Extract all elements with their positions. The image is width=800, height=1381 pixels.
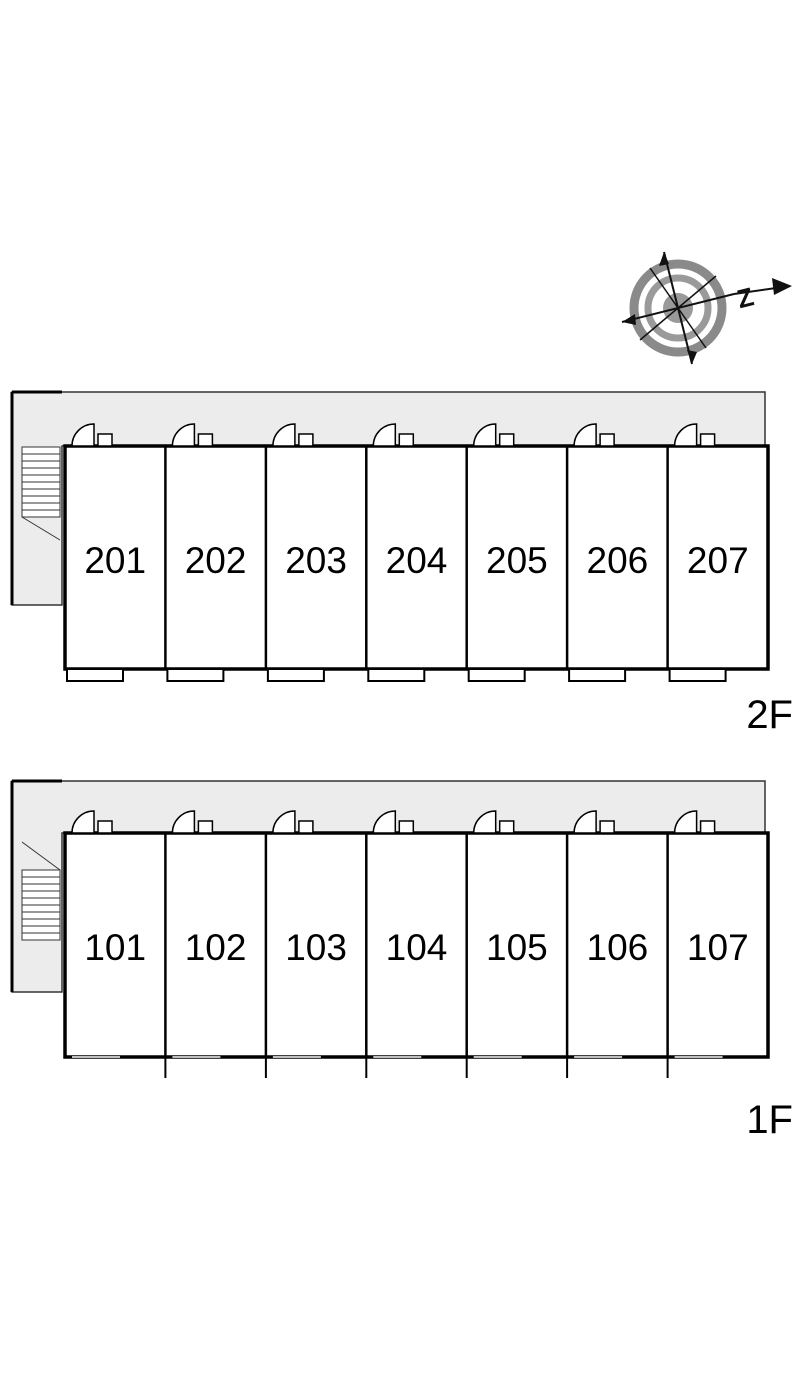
door-icon xyxy=(573,423,615,447)
door-icon xyxy=(272,810,314,834)
door-icon xyxy=(673,810,716,834)
staircase xyxy=(21,446,61,541)
unit-label: 102 xyxy=(185,927,247,968)
unit-label: 207 xyxy=(687,540,749,581)
door-icon xyxy=(372,810,415,834)
door-icon xyxy=(171,423,214,447)
unit-label: 206 xyxy=(587,540,649,581)
unit-label: 205 xyxy=(486,540,548,581)
compass-icon: Z xyxy=(621,251,792,365)
door-icon xyxy=(673,423,716,447)
door-icon xyxy=(472,810,515,834)
door-icon xyxy=(372,423,415,447)
unit-label: 105 xyxy=(486,927,548,968)
balcony xyxy=(66,668,727,682)
door-icon xyxy=(272,423,314,447)
unit-label: 203 xyxy=(285,540,347,581)
door-icon xyxy=(472,423,515,447)
door-icon xyxy=(573,810,615,834)
floor-2f: 201 202 203 204 205 206 207 2F xyxy=(10,390,793,737)
door-icon xyxy=(71,810,113,834)
floor-label: 1F xyxy=(746,1098,793,1142)
unit-label: 106 xyxy=(587,927,649,968)
unit-label: 101 xyxy=(84,927,146,968)
compass-north-label: Z xyxy=(734,281,757,314)
door-icon xyxy=(171,810,214,834)
floor-label: 2F xyxy=(746,693,793,737)
unit-label: 107 xyxy=(687,927,749,968)
unit-label: 201 xyxy=(84,540,146,581)
unit-label: 202 xyxy=(185,540,247,581)
floor-1f: 101 102 103 104 105 106 107 1F xyxy=(10,779,793,1142)
door-icon xyxy=(71,423,113,447)
unit-label: 204 xyxy=(386,540,448,581)
staircase xyxy=(21,841,61,941)
unit-label: 103 xyxy=(285,927,347,968)
unit-label: 104 xyxy=(386,927,448,968)
